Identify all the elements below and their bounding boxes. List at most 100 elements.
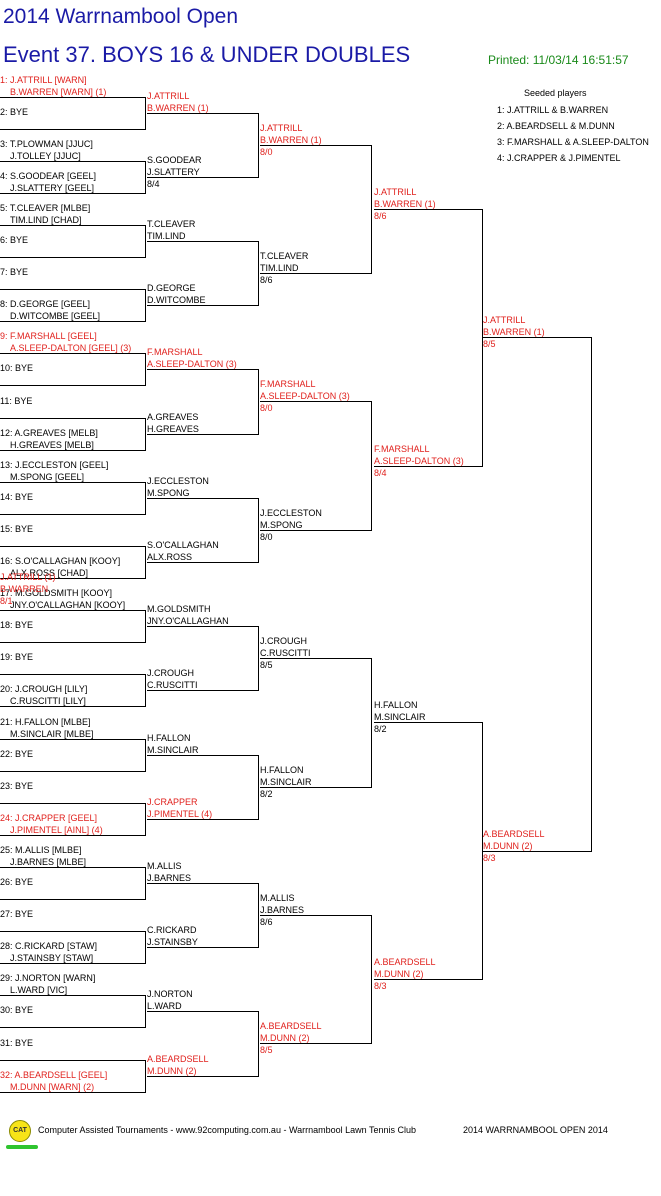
bracket-line bbox=[147, 1011, 259, 1012]
bracket-line bbox=[147, 883, 259, 884]
bracket-line bbox=[0, 1027, 146, 1028]
round-2-score-5: 8/5 bbox=[260, 660, 273, 670]
draw-partner-12: H.GREAVES [MELB] bbox=[10, 440, 94, 450]
bracket-line bbox=[258, 498, 259, 563]
bracket-line bbox=[0, 771, 146, 772]
bracket-line bbox=[482, 722, 483, 980]
event-title: Event 37. BOYS 16 & UNDER DOUBLES bbox=[3, 42, 411, 67]
round-3-partner-3: M.SINCLAIR bbox=[374, 712, 426, 722]
bracket-line bbox=[147, 177, 259, 178]
round-1-winner-7: J.ECCLESTON bbox=[147, 476, 209, 486]
round-3-score-3: 8/2 bbox=[374, 724, 387, 734]
bracket-line bbox=[0, 867, 146, 868]
round-1-winner-4: D.GEORGE bbox=[147, 283, 196, 293]
bracket-line bbox=[0, 546, 146, 547]
bracket-line bbox=[145, 931, 146, 964]
footer-event-name: 2014 WARRNAMBOOL OPEN 2014 bbox=[463, 1125, 608, 1135]
draw-partner-1: B.WARREN [WARN] (1) bbox=[10, 87, 107, 97]
round-1-winner-13: M.ALLIS bbox=[147, 861, 182, 871]
printed-timestamp: Printed: 11/03/14 16:51:57 bbox=[488, 53, 629, 67]
round-5-winner-1: J.ATTRILL (1) bbox=[0, 572, 56, 582]
draw-partner-5: TIM.LIND [CHAD] bbox=[10, 215, 82, 225]
page-footer: CAT Computer Assisted Tournaments - www.… bbox=[0, 1120, 661, 1155]
round-1-winner-10: J.CROUGH bbox=[147, 668, 194, 678]
bracket-line bbox=[260, 1043, 372, 1044]
bracket-line bbox=[147, 1076, 259, 1077]
round-2-partner-4: M.SPONG bbox=[260, 520, 303, 530]
round-2-winner-1: J.ATTRILL bbox=[260, 123, 303, 133]
round-1-partner-16: M.DUNN (2) bbox=[147, 1066, 197, 1076]
draw-partner-3: J.TOLLEY [JJUC] bbox=[10, 151, 81, 161]
bracket-line bbox=[145, 482, 146, 515]
bracket-line bbox=[258, 755, 259, 820]
draw-entry-10: 10: BYE bbox=[0, 363, 34, 373]
bracket-line bbox=[145, 225, 146, 258]
bracket-line bbox=[0, 963, 146, 964]
bracket-line bbox=[145, 161, 146, 194]
round-1-winner-16: A.BEARDSELL bbox=[147, 1054, 209, 1064]
round-1-partner-2: J.SLATTERY bbox=[147, 167, 200, 177]
round-2-score-6: 8/2 bbox=[260, 789, 273, 799]
bracket-line bbox=[0, 353, 146, 354]
bracket-line bbox=[145, 1060, 146, 1093]
draw-entry-14: 14: BYE bbox=[0, 492, 34, 502]
round-3-winner-3: H.FALLON bbox=[374, 700, 418, 710]
bracket-line bbox=[147, 241, 259, 242]
round-1-partner-5: A.SLEEP-DALTON (3) bbox=[147, 359, 237, 369]
bracket-line bbox=[483, 851, 592, 852]
round-3-partner-1: B.WARREN (1) bbox=[374, 199, 436, 209]
round-1-partner-12: J.PIMENTEL (4) bbox=[147, 809, 213, 819]
draw-entry-3: 3: T.PLOWMAN [JJUC] bbox=[0, 139, 93, 149]
round-2-partner-7: J.BARNES bbox=[260, 905, 305, 915]
round-1-winner-8: S.O'CALLAGHAN bbox=[147, 540, 219, 550]
bracket-line bbox=[482, 209, 483, 467]
round-3-winner-2: F.MARSHALL bbox=[374, 444, 430, 454]
draw-entry-6: 6: BYE bbox=[0, 235, 29, 245]
round-1-winner-14: C.RICKARD bbox=[147, 925, 197, 935]
bracket-line bbox=[147, 819, 259, 820]
round-3-score-2: 8/4 bbox=[374, 468, 387, 478]
bracket-line bbox=[260, 787, 372, 788]
bracket-line bbox=[371, 915, 372, 1044]
round-3-partner-4: M.DUNN (2) bbox=[374, 969, 424, 979]
round-4-partner-1: B.WARREN (1) bbox=[483, 327, 545, 337]
round-2-score-8: 8/5 bbox=[260, 1045, 273, 1055]
cat-logo-icon: CAT bbox=[9, 1120, 31, 1142]
bracket-line bbox=[145, 289, 146, 322]
bracket-line bbox=[258, 626, 259, 691]
round-3-score-4: 8/3 bbox=[374, 981, 387, 991]
round-1-winner-12: J.CRAPPER bbox=[147, 797, 198, 807]
draw-partner-32: M.DUNN [WARN] (2) bbox=[10, 1082, 95, 1092]
draw-entry-5: 5: T.CLEAVER [MLBE] bbox=[0, 203, 91, 213]
round-1-winner-1: J.ATTRILL bbox=[147, 91, 190, 101]
round-2-score-3: 8/0 bbox=[260, 403, 273, 413]
bracket-line bbox=[0, 706, 146, 707]
round-1-winner-11: H.FALLON bbox=[147, 733, 191, 743]
round-2-partner-8: M.DUNN (2) bbox=[260, 1033, 310, 1043]
tournament-title: 2014 Warrnambool Open bbox=[3, 5, 239, 28]
round-5-score-1: 8/1 bbox=[0, 596, 13, 606]
bracket-line bbox=[0, 97, 146, 98]
round-2-winner-5: J.CROUGH bbox=[260, 636, 307, 646]
bracket-line bbox=[147, 947, 259, 948]
bracket-line bbox=[147, 755, 259, 756]
round-2-partner-1: B.WARREN (1) bbox=[260, 135, 322, 145]
draw-entry-28: 28: C.RICKARD [STAW] bbox=[0, 941, 98, 951]
round-3-winner-1: J.ATTRILL bbox=[374, 187, 417, 197]
draw-partner-8: D.WITCOMBE [GEEL] bbox=[10, 311, 101, 321]
seeded-players-panel: Seeded players 1: J.ATTRILL & B.WARREN 2… bbox=[497, 85, 649, 166]
round-2-winner-8: A.BEARDSELL bbox=[260, 1021, 322, 1031]
round-1-partner-6: H.GREAVES bbox=[147, 424, 199, 434]
draw-entry-11: 11: BYE bbox=[0, 396, 33, 406]
bracket-line bbox=[0, 193, 146, 194]
draw-partner-20: C.RUSCITTI [LILY] bbox=[10, 696, 86, 706]
draw-entry-20: 20: J.CROUGH [LILY] bbox=[0, 684, 88, 694]
round-5-partner-1: B.WARREN bbox=[0, 584, 49, 594]
draw-entry-2: 2: BYE bbox=[0, 107, 29, 117]
bracket-line bbox=[258, 883, 259, 948]
round-2-winner-7: M.ALLIS bbox=[260, 893, 295, 903]
round-2-score-2: 8/6 bbox=[260, 275, 273, 285]
bracket-line bbox=[147, 434, 259, 435]
bracket-line bbox=[0, 514, 146, 515]
bracket-line bbox=[0, 995, 146, 996]
